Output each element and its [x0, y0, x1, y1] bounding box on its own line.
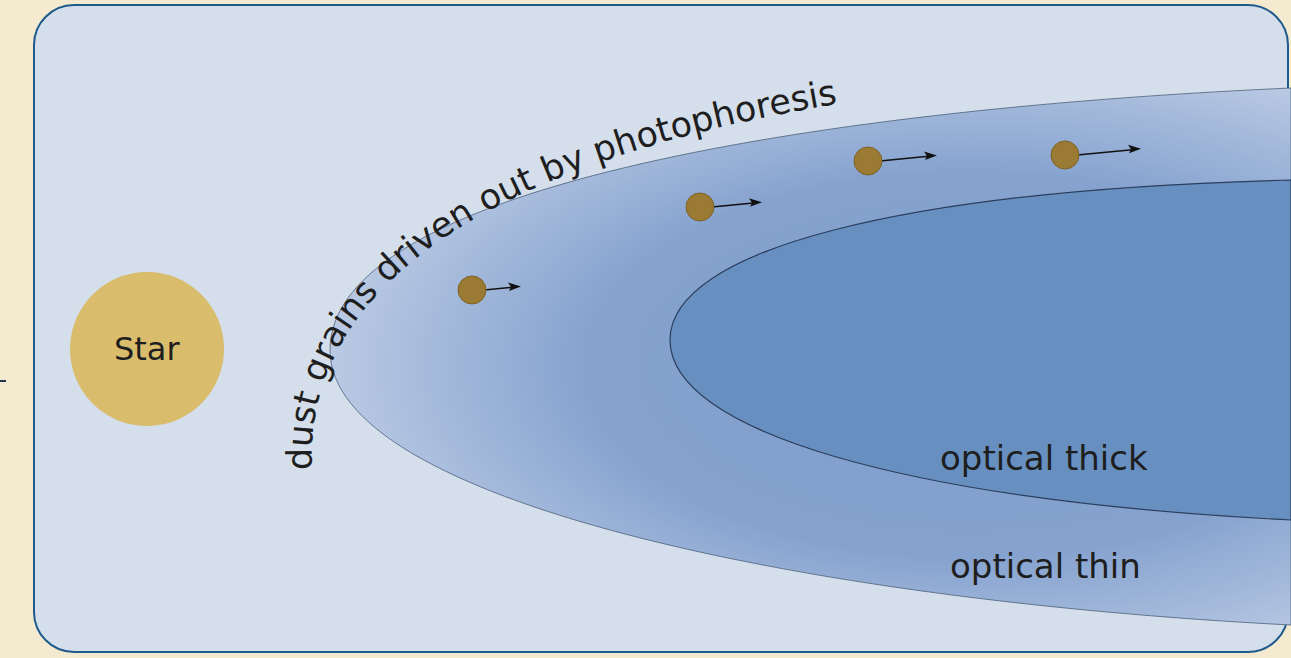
- dust-grain: [458, 276, 486, 304]
- disk-region: optical thin optical thick: [330, 85, 1291, 630]
- arrow-head: [508, 283, 521, 292]
- thick-region: optical thick: [670, 180, 1291, 525]
- star-disc: [70, 272, 224, 426]
- region-label: optical thick: [940, 438, 1148, 478]
- thick-outline: [670, 180, 1291, 520]
- arrow-head: [924, 152, 937, 161]
- dust-grain: [1051, 141, 1079, 169]
- edge-tick: [0, 380, 6, 382]
- dust-grain: [854, 147, 882, 175]
- star-label: Star: [114, 330, 180, 368]
- motion-arrow: [880, 156, 931, 161]
- arrow-head: [1128, 145, 1141, 154]
- motion-arrow: [1077, 149, 1135, 155]
- arrow-head: [749, 198, 762, 207]
- curved-label: dust grains driven out by photophoresis: [280, 72, 840, 470]
- dust-grain: [686, 193, 714, 221]
- region-label: optical thin: [950, 546, 1141, 586]
- disk-outline: [330, 88, 1291, 625]
- star-circle: Star: [70, 272, 224, 426]
- motion-arrow: [712, 203, 756, 207]
